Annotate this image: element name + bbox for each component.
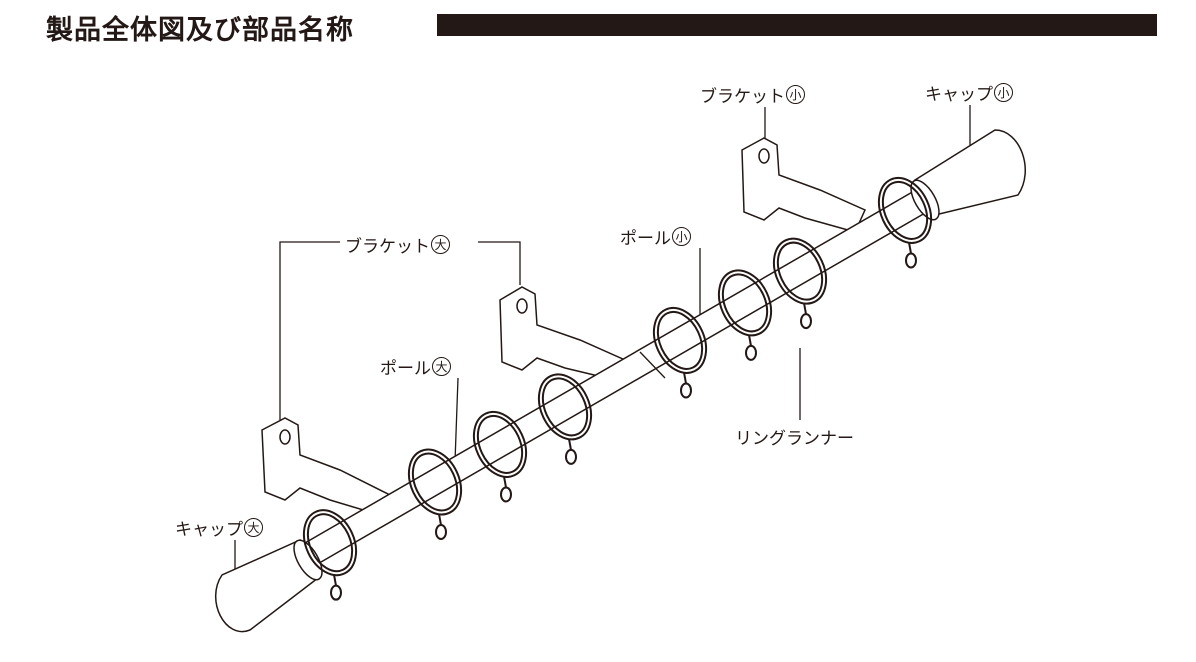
label-text: ポール: [380, 359, 431, 379]
label-bracket-large: ブラケット大: [345, 232, 450, 257]
cap-large: [214, 539, 319, 633]
label-text: ポール: [620, 229, 671, 249]
size-badge: 大: [432, 357, 451, 376]
label-text: ブラケット: [345, 237, 430, 257]
label-cap-small: キャップ小: [925, 80, 1013, 105]
size-badge: 小: [672, 227, 691, 246]
ring-runner: [652, 307, 708, 399]
label-pole-small: ポール小: [620, 224, 691, 249]
leader-bracket-large-right: [478, 241, 521, 285]
ring-runner: [772, 237, 828, 330]
label-pole-large: ポール大: [380, 354, 451, 379]
cap-small: [913, 129, 1027, 216]
size-badge: 大: [244, 518, 263, 537]
pole-body: [294, 186, 936, 570]
label-text: リングランナー: [735, 429, 854, 449]
ring-runner: [472, 411, 528, 503]
ring-runner: [302, 509, 358, 601]
page-title: 製品全体図及び部品名称: [46, 15, 354, 46]
title-bar: [437, 14, 1157, 36]
bracket-right: [741, 137, 866, 233]
label-cap-large: キャップ大: [175, 515, 263, 540]
size-badge: 大: [431, 235, 450, 254]
size-badge: 小: [994, 83, 1013, 102]
ring-runner: [877, 177, 933, 269]
size-badge: 小: [786, 85, 805, 104]
label-text: キャップ: [925, 85, 993, 105]
label-ring-runner: リングランナー: [735, 424, 854, 449]
ring-runner: [407, 448, 463, 540]
ring-runner: [717, 269, 773, 361]
label-text: ブラケット: [700, 87, 785, 107]
label-bracket-small: ブラケット小: [700, 82, 805, 107]
leader-bracket-large-left: [279, 241, 340, 420]
ring-runner: [537, 373, 593, 465]
label-text: キャップ: [175, 520, 243, 540]
brackets: [261, 137, 866, 516]
leader-pole-large: [454, 377, 459, 463]
pole-joint: [639, 351, 666, 379]
